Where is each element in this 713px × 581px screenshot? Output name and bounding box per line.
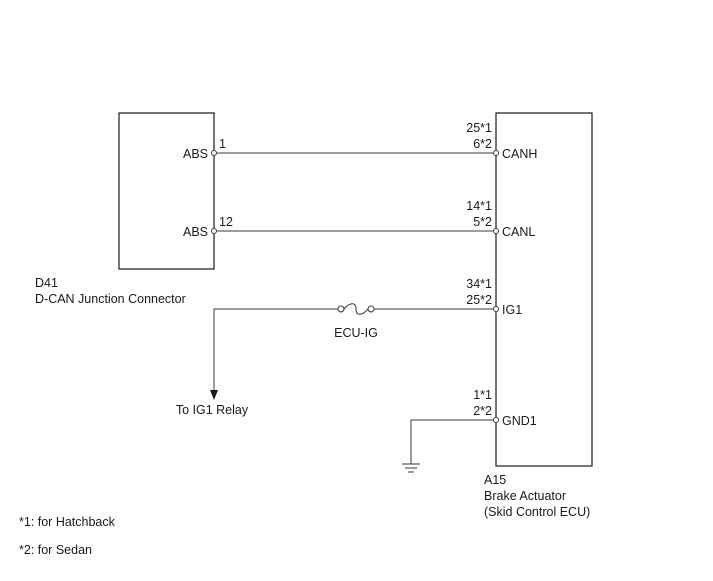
canl-terminal <box>493 228 499 234</box>
fuse-terminal-left <box>337 305 345 313</box>
ig1-pin-number-hatchback: 34*1 <box>466 277 492 291</box>
d41-pin12-label: ABS <box>183 225 208 239</box>
fuse-symbol <box>343 303 369 315</box>
a15-name-line1: Brake Actuator <box>484 489 566 503</box>
d41-pin1-number: 1 <box>219 137 226 151</box>
d41-code: D41 <box>35 276 58 290</box>
d41-pin12-terminal <box>211 228 217 234</box>
gnd-wire <box>410 419 496 464</box>
canh-pin-number-hatchback: 25*1 <box>466 121 492 135</box>
canh-label: CANH <box>502 147 537 161</box>
ig1-wire-left <box>213 308 341 395</box>
ground-icon <box>402 463 420 473</box>
a15-ecu-box <box>495 112 593 467</box>
d41-connector-box <box>118 112 215 270</box>
note-sedan: *2: for Sedan <box>19 543 92 557</box>
canh-terminal <box>493 150 499 156</box>
fuse-label: ECU-IG <box>334 326 378 340</box>
canl-pin-number-hatchback: 14*1 <box>466 199 492 213</box>
note-hatchback: *1: for Hatchback <box>19 515 116 529</box>
d41-pin1-terminal <box>211 150 217 156</box>
d41-name: D-CAN Junction Connector <box>35 292 186 306</box>
ig1-pin-number-sedan: 25*2 <box>466 293 492 307</box>
d41-pin1-label: ABS <box>183 147 208 161</box>
d41-pin12-number: 12 <box>219 215 233 229</box>
canl-label: CANL <box>502 225 535 239</box>
a15-name-line2: (Skid Control ECU) <box>484 505 590 519</box>
canl-pin-number-sedan: 5*2 <box>473 215 492 229</box>
ig1-label: IG1 <box>502 303 522 317</box>
gnd1-label: GND1 <box>502 414 537 428</box>
ig1-terminal <box>493 306 499 312</box>
canh-pin-number-sedan: 6*2 <box>473 137 492 151</box>
gnd1-pin-number-sedan: 2*2 <box>473 404 492 418</box>
fuse-terminal-right <box>367 305 375 313</box>
gnd1-pin-number-hatchback: 1*1 <box>473 388 492 402</box>
relay-arrow-icon <box>210 390 218 400</box>
relay-label: To IG1 Relay <box>176 403 249 417</box>
gnd1-terminal <box>493 417 499 423</box>
a15-code: A15 <box>484 473 506 487</box>
